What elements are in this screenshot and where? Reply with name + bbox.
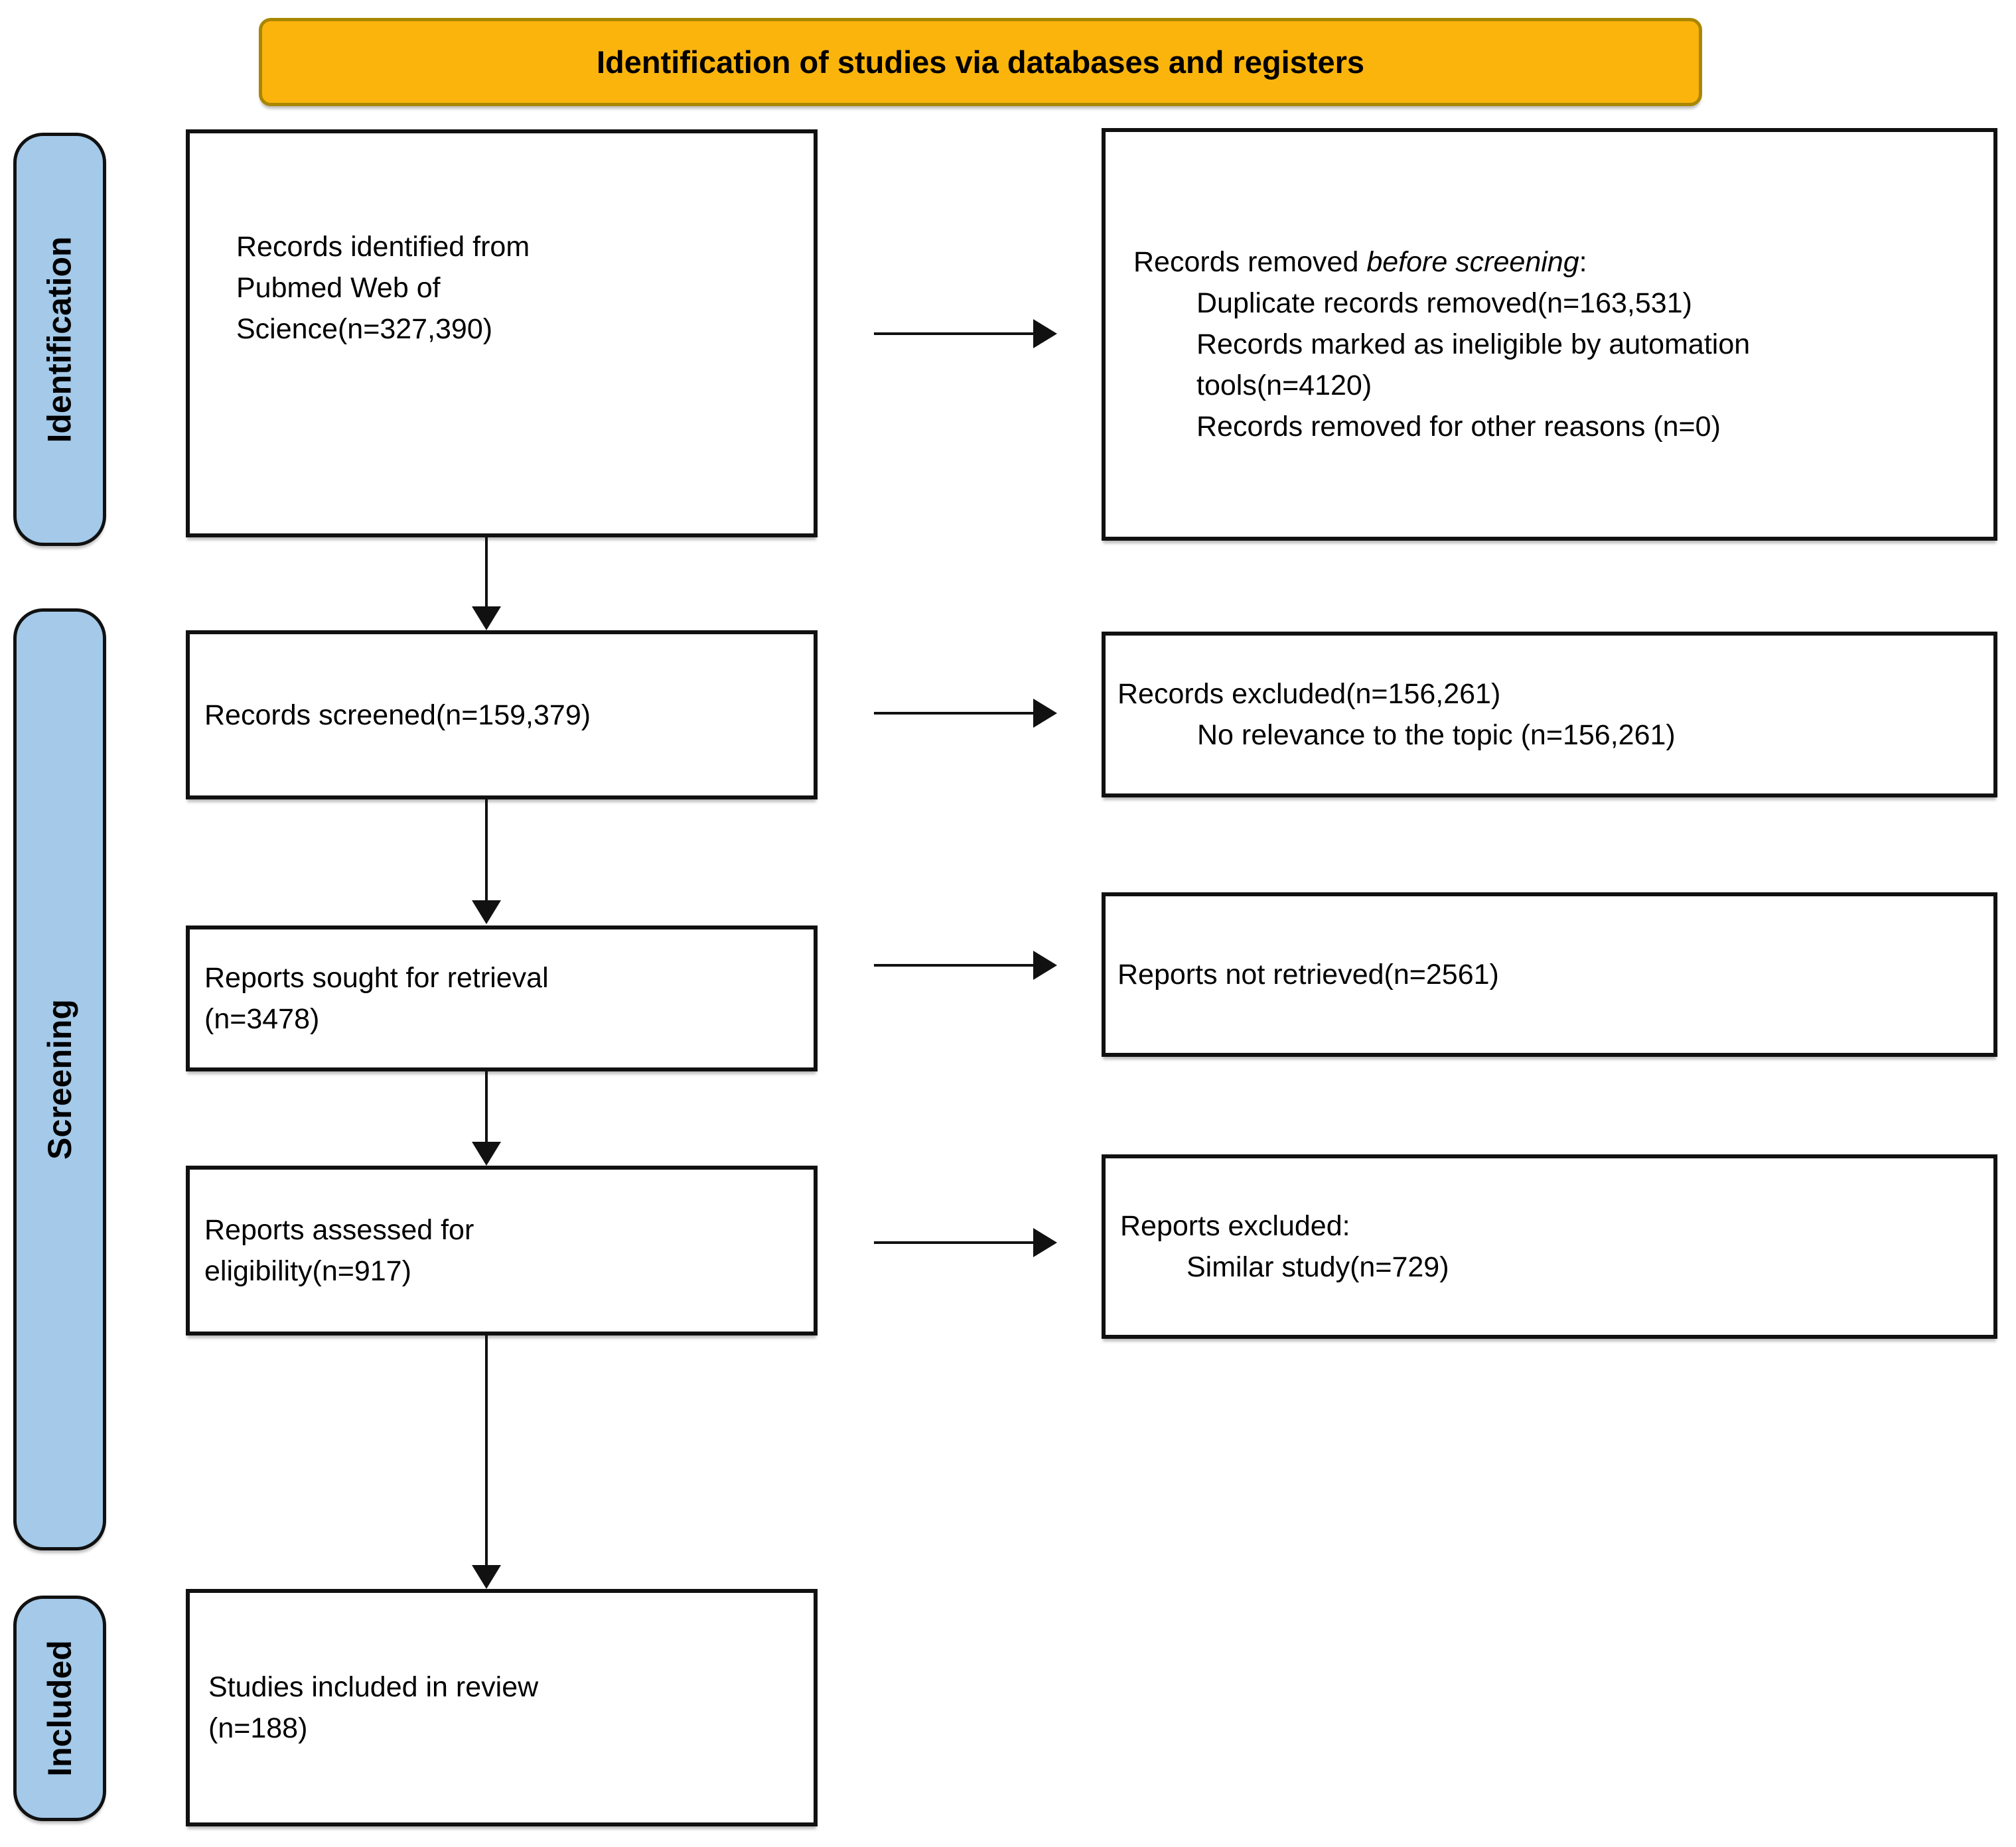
records-identified-line: Science(n=327,390) <box>236 313 493 345</box>
stage-label-identification: Identification <box>13 133 106 546</box>
stage-label-included: Included <box>13 1596 106 1821</box>
studies-included-line: Studies included in review <box>208 1671 539 1703</box>
reports-sought-line: Reports sought for retrieval <box>204 962 549 994</box>
reports-excluded-detail: Similar study(n=729) <box>1187 1251 1449 1283</box>
records-removed-reason: Records marked as ineligible by automati… <box>1196 328 1751 401</box>
title-banner: Identification of studies via databases … <box>259 18 1702 106</box>
arrow-down-screened-to-sought <box>485 799 488 900</box>
box-reports-assessed: Reports assessed for eligibility(n=917) <box>186 1166 818 1335</box>
records-removed-heading-italic: before screening <box>1366 246 1579 278</box>
records-removed-heading-prefix: Records removed <box>1133 246 1367 278</box>
arrow-down-sought-to-assessed <box>485 1071 488 1142</box>
box-reports-excluded: Reports excluded: Similar study(n=729) <box>1102 1154 1997 1339</box>
arrow-right-identified-to-removed <box>874 332 1033 335</box>
box-records-removed: Records removed before screening: Duplic… <box>1102 128 1997 541</box>
box-records-screened: Records screened(n=159,379) <box>186 630 818 799</box>
arrow-right-assessed-to-excluded <box>874 1241 1033 1244</box>
records-identified-line: Pubmed Web of <box>236 272 441 304</box>
arrow-right-sought-to-not-retrieved <box>874 964 1033 967</box>
reports-assessed-line: eligibility(n=917) <box>204 1255 411 1287</box>
stage-label-screening-text: Screening <box>41 999 78 1160</box>
records-removed-reason: Records removed for other reasons (n=0) <box>1196 411 1721 443</box>
studies-included-line: (n=188) <box>208 1712 308 1744</box>
records-screened-text: Records screened(n=159,379) <box>204 699 591 731</box>
diagram-title: Identification of studies via databases … <box>596 44 1365 80</box>
stage-label-included-text: Included <box>41 1640 79 1777</box>
records-removed-reason: Duplicate records removed(n=163,531) <box>1196 287 1692 319</box>
reports-not-retrieved-text: Reports not retrieved(n=2561) <box>1117 959 1499 991</box>
arrow-down-assessed-to-included <box>485 1335 488 1565</box>
arrow-down-identified-to-screened <box>485 537 488 606</box>
records-identified-line: Records identified from <box>236 231 530 263</box>
records-removed-heading: Records removed before screening: <box>1133 241 1974 283</box>
box-reports-sought: Reports sought for retrieval (n=3478) <box>186 925 818 1071</box>
records-removed-heading-suffix: : <box>1579 246 1587 278</box>
box-reports-not-retrieved: Reports not retrieved(n=2561) <box>1102 892 1997 1057</box>
box-records-identified: Records identified from Pubmed Web of Sc… <box>186 129 818 537</box>
reports-excluded-heading: Reports excluded: <box>1120 1210 1350 1242</box>
reports-assessed-line: Reports assessed for <box>204 1214 474 1246</box>
reports-sought-line: (n=3478) <box>204 1003 320 1035</box>
arrow-right-screened-to-excluded <box>874 712 1033 715</box>
box-studies-included: Studies included in review (n=188) <box>186 1589 818 1826</box>
records-excluded-detail: No relevance to the topic (n=156,261) <box>1197 719 1676 751</box>
box-records-excluded: Records excluded(n=156,261) No relevance… <box>1102 632 1997 797</box>
stage-label-identification-text: Identification <box>41 236 79 443</box>
records-excluded-heading: Records excluded(n=156,261) <box>1117 678 1501 710</box>
stage-label-screening: Screening <box>13 608 106 1550</box>
